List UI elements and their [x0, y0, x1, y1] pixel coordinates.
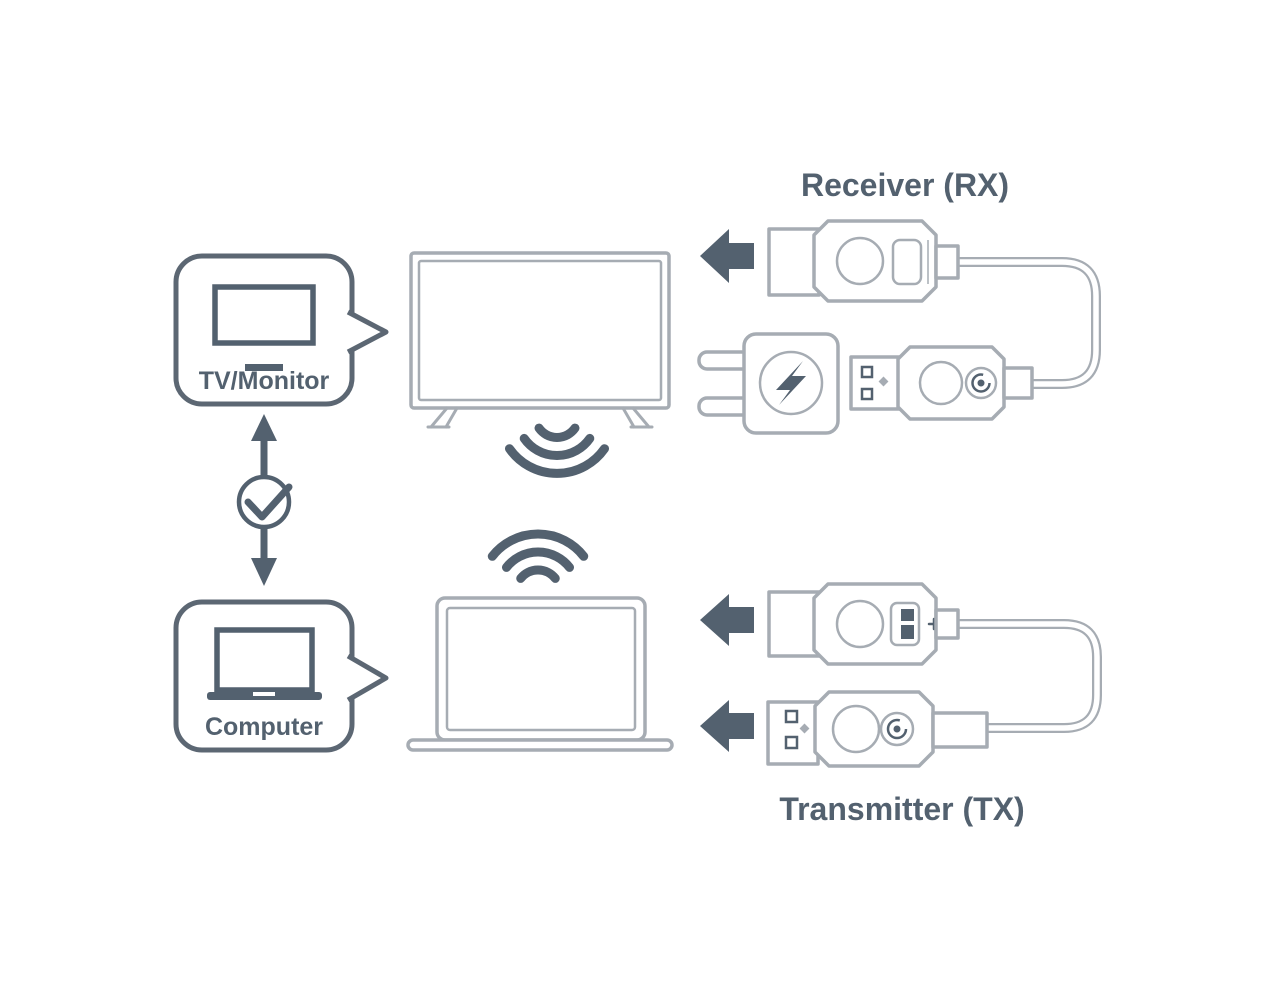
dongle-body [812, 582, 938, 666]
power-usb-dongle [849, 345, 1034, 421]
hdmi-plug [767, 590, 821, 658]
mini-screen-icon [891, 238, 923, 286]
tv-illustration [409, 251, 671, 478]
power-plug-icon [879, 711, 915, 747]
hdmi-plug [767, 227, 821, 297]
lightning-bolt-icon [776, 361, 806, 405]
bubble-tail [346, 309, 389, 355]
laptop-icon [207, 627, 322, 700]
dongle-button [835, 599, 885, 649]
monitor-icon [212, 284, 316, 371]
usb-plug-icon [849, 355, 905, 411]
transmitter-usb-dongle [766, 690, 989, 768]
dongle-body [813, 690, 935, 768]
transmitter-title: Transmitter (TX) [779, 791, 1024, 827]
mini-screen-icon [889, 601, 921, 647]
transmitter-section: Transmitter (TX) [700, 582, 1102, 827]
usb-contact [784, 735, 799, 750]
power-adapter [697, 332, 840, 435]
laptop-illustration [406, 529, 674, 752]
computer-bubble: Computer [173, 599, 389, 753]
left-arrow-icon [700, 700, 754, 752]
usb-contact [860, 365, 874, 379]
up-arrowhead [251, 414, 277, 441]
dongle-button [831, 704, 881, 754]
wifi-signal-up-icon [487, 529, 589, 583]
receiver-cable [956, 257, 1101, 389]
left-arrow-icon [700, 229, 754, 283]
adapter-ring [758, 350, 824, 416]
cable-connector [934, 608, 960, 640]
receiver-title: Receiver (RX) [801, 167, 1009, 203]
tv-monitor-label: TV/Monitor [199, 367, 330, 395]
power-plug-icon [964, 366, 998, 400]
usb-dot [878, 376, 889, 387]
receiver-section: Receiver (RX) [697, 167, 1101, 435]
dongle-button [835, 236, 885, 286]
usb-dot [799, 723, 810, 734]
transmitter-hdmi-dongle [767, 582, 960, 666]
transmitter-cable [958, 619, 1102, 733]
usb-contact [860, 387, 874, 401]
down-arrowhead [251, 558, 277, 586]
computer-label: Computer [205, 713, 323, 741]
left-arrow-icon [700, 594, 754, 646]
bubble-tail [346, 653, 389, 703]
cable-connector [934, 244, 960, 280]
laptop-base [406, 738, 674, 752]
tv-monitor-bubble: TV/Monitor [173, 253, 389, 407]
connection-check [236, 414, 293, 586]
tv-legs [426, 406, 654, 429]
cable-connector [931, 711, 989, 749]
usb-contact [784, 709, 799, 724]
dongle-body [812, 219, 938, 303]
receiver-dongle [767, 219, 960, 303]
check-circle-icon [236, 474, 293, 530]
cable-connector [1002, 366, 1034, 400]
dongle-button [918, 360, 964, 406]
wifi-signal-down-icon [505, 423, 609, 478]
dongle-body [896, 345, 1006, 421]
